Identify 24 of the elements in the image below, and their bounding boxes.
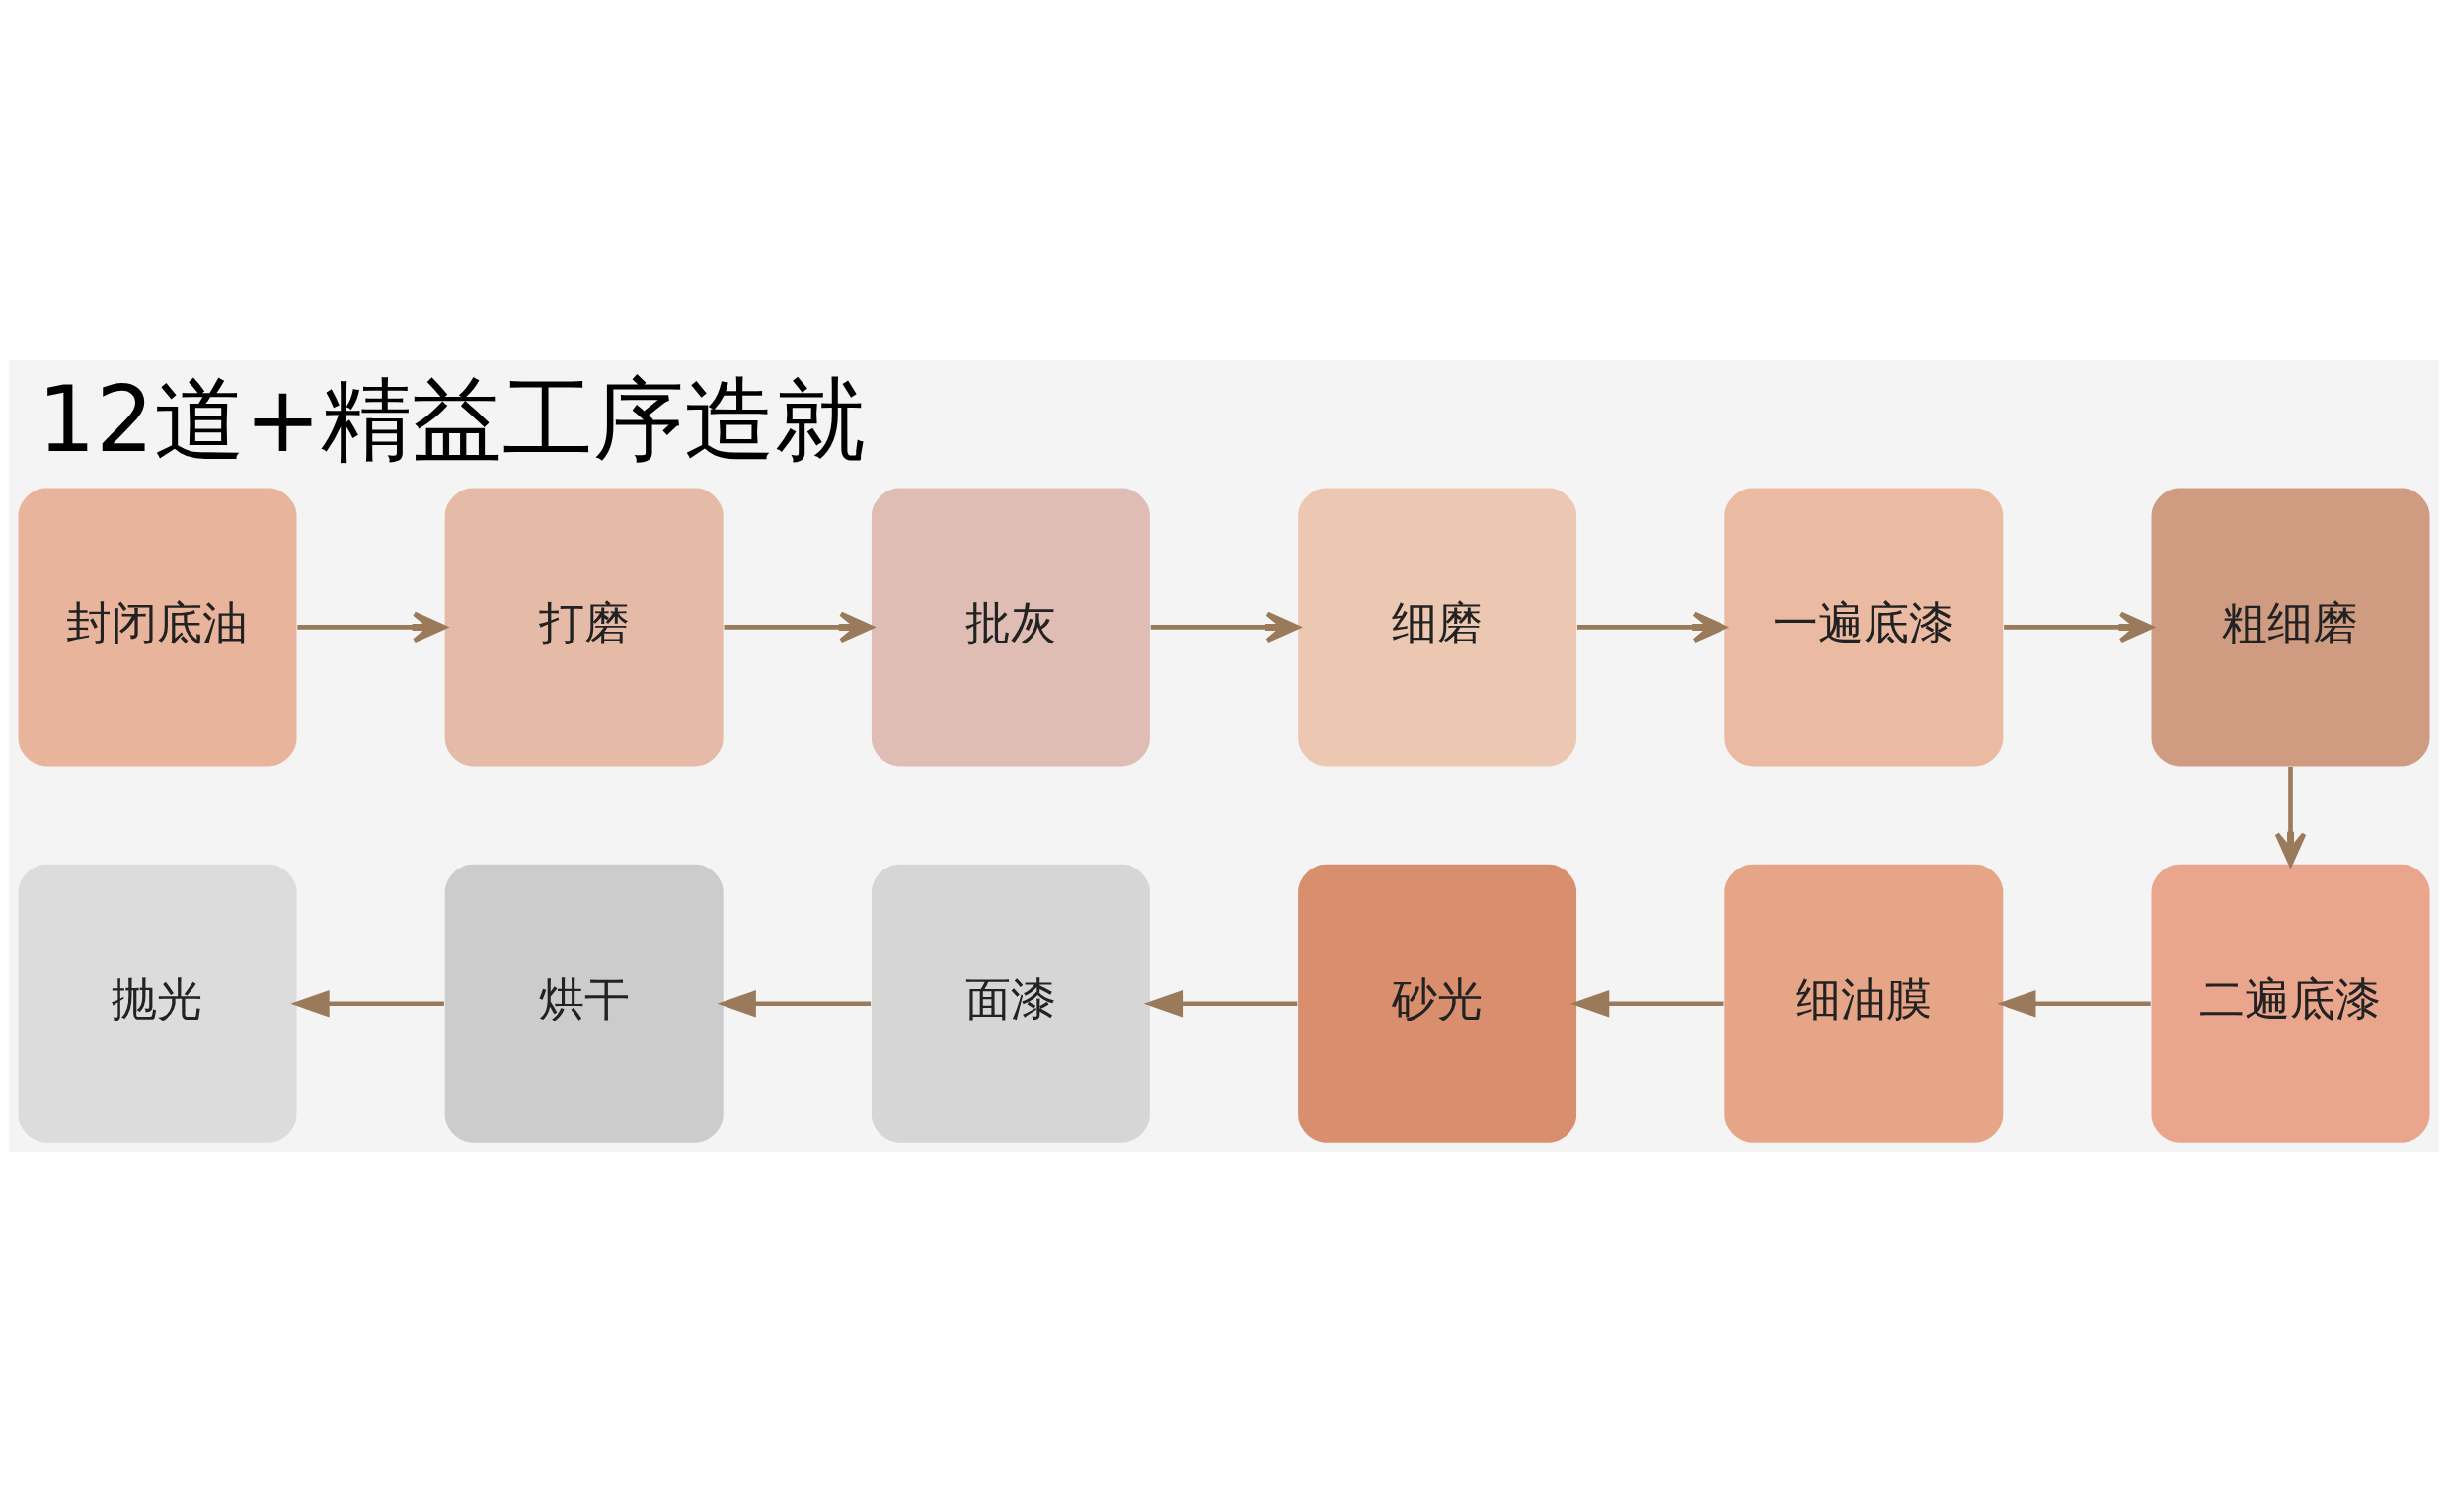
node-box: 砂光 [1298,864,1577,1143]
arrow [724,611,874,643]
arrow [1569,990,1724,1018]
node-box: 面漆 [871,864,1150,1143]
diagram-title: 12道+精益工序造就 [38,366,867,474]
node-box: 批灰 [871,488,1150,767]
node-box: 封闭底油 [18,488,297,767]
arrow [1997,990,2151,1018]
arrow [297,611,447,643]
node-box: 细磨 [1298,488,1577,767]
arrow [290,990,444,1018]
node-box: 抛光 [18,864,297,1143]
node-box: 一遍底漆 [1724,488,2004,767]
arrow [1143,990,1298,1018]
arrow [2274,766,2307,867]
node-box: 二遍底漆 [2151,864,2430,1143]
arrow [1150,611,1300,643]
arrow [2004,611,2153,643]
node-box: 烘干 [444,864,724,1143]
arrow [1576,611,1726,643]
node-box: 细油膜 [1724,864,2004,1143]
node-box: 打磨 [444,488,724,767]
arrow [717,990,872,1018]
node-box: 粗细磨 [2151,488,2430,767]
